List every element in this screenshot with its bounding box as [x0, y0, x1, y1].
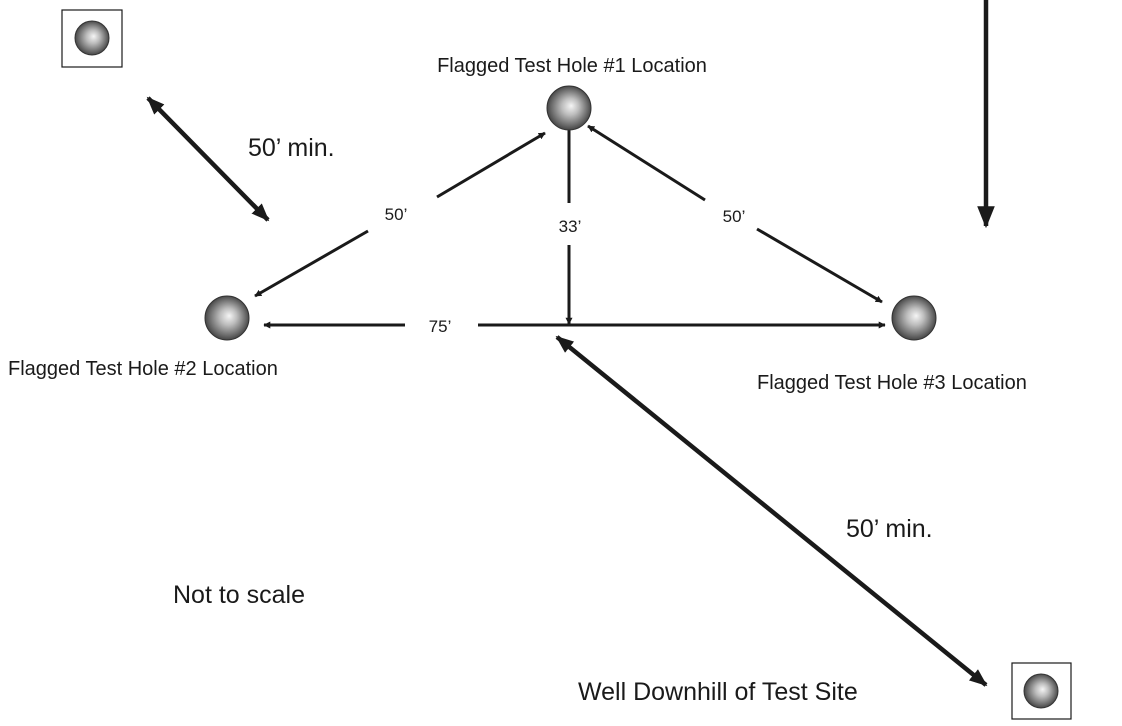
well-icon [1023, 673, 1059, 709]
downhill-well-marker [1011, 662, 1072, 720]
edge-right-upper [587, 124, 706, 202]
scale-note: Not to scale [173, 581, 305, 609]
topleft-well-marker [61, 9, 123, 68]
test-hole-marker-icon [891, 295, 937, 341]
measure-left-side: 50’ [385, 205, 408, 224]
measure-base: 75’ [429, 317, 452, 336]
edge-right-lower [756, 227, 883, 304]
test-hole-marker-icon [546, 85, 592, 131]
measure-right-side: 50’ [723, 207, 746, 226]
edge-left-upper [436, 131, 546, 199]
test-hole-marker-icon [204, 295, 250, 341]
setback-label-topleft: 50’ min. [248, 134, 335, 162]
hole3-label: Flagged Test Hole #3 Location [757, 372, 1027, 394]
hole1-label: Flagged Test Hole #1 Location [437, 55, 707, 77]
measure-height: 33’ [559, 217, 582, 236]
well-icon [74, 20, 110, 56]
hole2-label: Flagged Test Hole #2 Location [8, 358, 278, 380]
edge-left-lower [254, 229, 369, 298]
setback-arrow-well [555, 335, 988, 687]
well-label: Well Downhill of Test Site [578, 678, 858, 706]
setback-arrow-topleft [146, 96, 270, 222]
setback-label-well: 50’ min. [846, 515, 933, 543]
